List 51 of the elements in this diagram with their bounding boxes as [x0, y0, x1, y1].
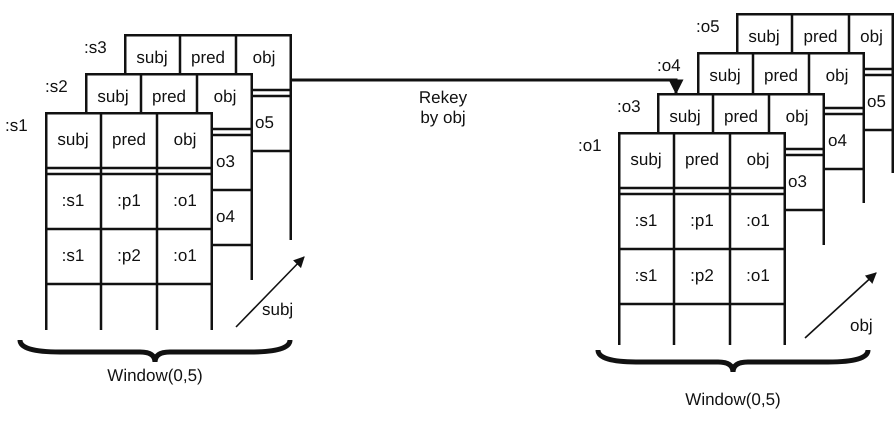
cell-value: :s1: [634, 211, 658, 231]
column-header: pred: [110, 130, 148, 150]
column-header: subj: [135, 48, 169, 68]
cell-value: :p2: [689, 266, 715, 286]
table-name: :s3: [84, 38, 107, 58]
column-header: subj: [629, 150, 663, 170]
cell-value: :o1: [745, 211, 771, 231]
window-label: Window(0,5): [684, 390, 782, 410]
table-name: :o4: [657, 56, 681, 76]
column-header: obj: [784, 107, 810, 127]
cell-value: :o1: [172, 191, 198, 211]
cell-value: o3: [216, 152, 235, 172]
cell-value: :o1: [745, 266, 771, 286]
column-header: pred: [684, 150, 720, 170]
cell-value: :s1: [634, 266, 658, 286]
cell-value: :s1: [60, 191, 86, 211]
cell-value: o3: [788, 172, 807, 192]
cell-value: :s1: [60, 246, 86, 266]
column-header: pred: [762, 66, 800, 86]
cell-value: o4: [216, 207, 235, 227]
column-header: obj: [172, 130, 198, 150]
cell-value: :p1: [116, 191, 142, 211]
column-header: pred: [190, 48, 226, 68]
column-header: obj: [212, 87, 238, 107]
cell-value: :o1: [172, 246, 198, 266]
column-header: obj: [824, 66, 850, 86]
column-header: pred: [722, 107, 760, 127]
table-name: :s2: [45, 77, 68, 97]
table-name: :o3: [617, 97, 641, 117]
column-header: pred: [150, 87, 188, 107]
column-header: subj: [56, 130, 90, 150]
column-header: obj: [746, 150, 770, 170]
column-header: subj: [747, 27, 781, 47]
column-header: pred: [802, 27, 839, 47]
table-name: :s1: [5, 116, 28, 136]
column-header: subj: [96, 87, 130, 107]
direction-label: subj: [262, 300, 294, 320]
direction-label: obj: [850, 316, 873, 336]
window-label: Window(0,5): [106, 366, 204, 386]
cell-value: o4: [828, 131, 847, 151]
cell-value: :p2: [116, 246, 142, 266]
cell-value: o5: [867, 92, 886, 112]
table-name: :o1: [578, 136, 602, 156]
column-header: subj: [668, 107, 702, 127]
arrow: [292, 78, 684, 94]
cell-value: :p1: [689, 211, 715, 231]
column-header: obj: [859, 27, 884, 47]
table-name: :o5: [696, 17, 720, 37]
cell-value: o5: [255, 113, 274, 133]
column-header: subj: [708, 66, 742, 86]
column-header: obj: [252, 48, 276, 68]
